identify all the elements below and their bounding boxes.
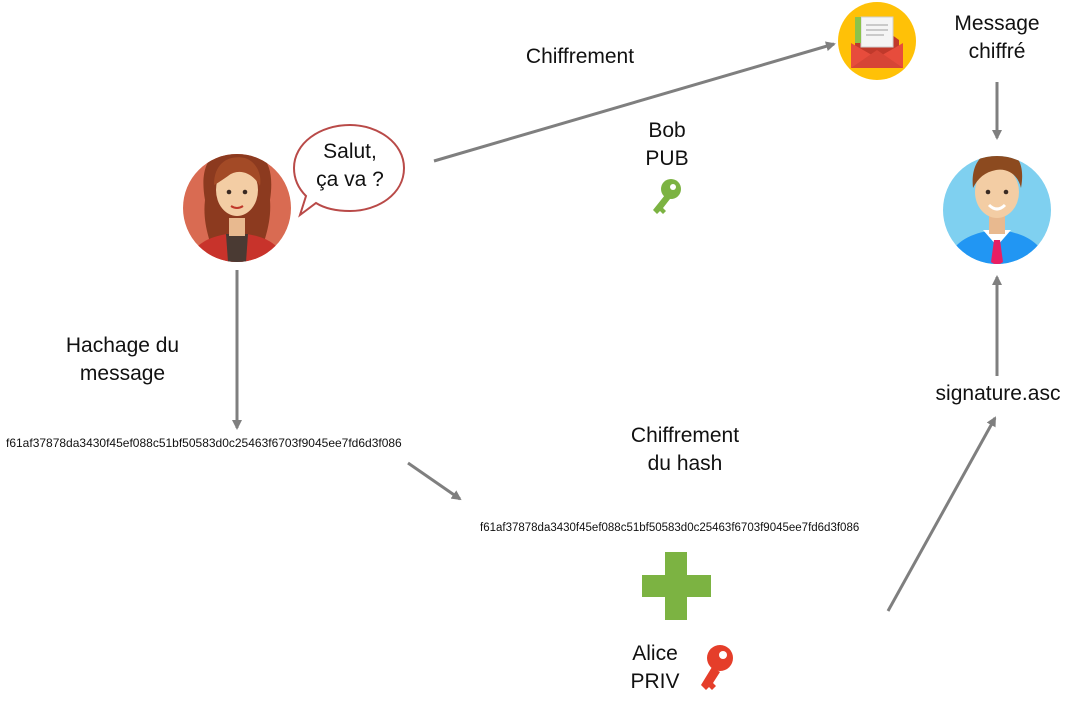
bob-avatar-icon (943, 156, 1051, 264)
label-bob-pub: Bob PUB (617, 117, 717, 173)
label-message-chiffre-1: Message (954, 12, 1040, 35)
label-bob-pub-1: Bob (648, 119, 686, 142)
label-alice-priv: Alice PRIV (605, 640, 705, 696)
alice-avatar-icon (183, 154, 291, 262)
label-hachage: Hachage du message (40, 332, 205, 388)
label-alice-priv-2: PRIV (630, 670, 680, 693)
speech-bubble-icon (292, 123, 406, 218)
plus-icon (642, 552, 711, 620)
label-alice-priv-1: Alice (632, 642, 678, 665)
speech-line-2: ça va ? (316, 168, 384, 191)
label-bob-pub-2: PUB (645, 147, 689, 170)
label-chiffrement-hash-2: du hash (647, 452, 723, 475)
arrow-to-signature (886, 416, 997, 612)
label-message-chiffre: Message chiffré (930, 10, 1064, 66)
label-chiffrement-hash: Chiffrement du hash (605, 422, 765, 478)
hash-value: f61af37878da3430f45ef088c51bf50583d0c254… (480, 522, 860, 534)
envelope-icon (838, 2, 916, 80)
hash-value: f61af37878da3430f45ef088c51bf50583d0c254… (6, 436, 402, 450)
key-icon (701, 645, 733, 690)
speech-line-1: Salut, (323, 140, 377, 163)
arrow-encrypt-message (433, 41, 836, 163)
speech-bubble-text: Salut, ça va ? (312, 138, 388, 194)
label-hachage-1: Hachage du (65, 334, 180, 357)
label-chiffrement-hash-1: Chiffrement (630, 424, 740, 447)
label-hachage-2: message (79, 362, 166, 385)
label-chiffrement: Chiffrement (525, 45, 635, 68)
label-signature: signature.asc (935, 382, 1061, 405)
arrow-hash-to-encrypted-hash (407, 461, 462, 501)
key-icon (653, 179, 681, 214)
label-message-chiffre-2: chiffré (968, 40, 1026, 63)
